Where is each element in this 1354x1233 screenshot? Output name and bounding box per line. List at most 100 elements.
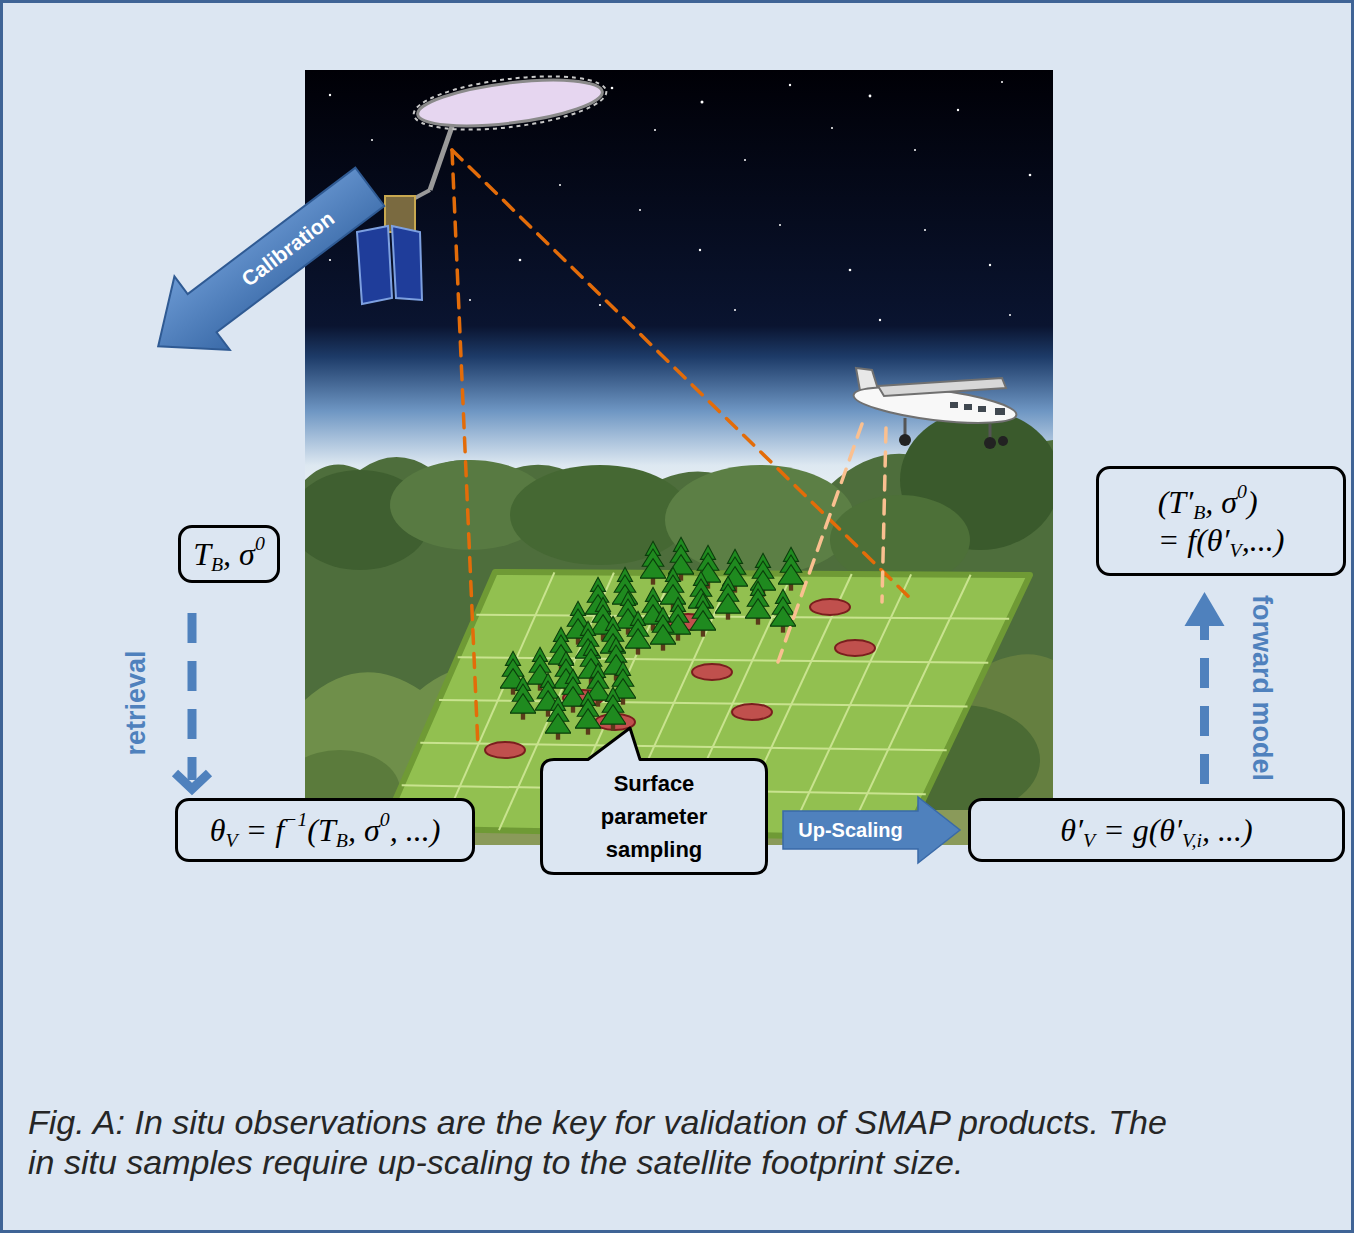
aircraft [998,436,1008,446]
grid-plane [789,574,911,836]
footprint-lines [882,428,886,602]
subscript: V [1083,829,1095,851]
callout-text: Surface parameter sampling [579,767,729,866]
trees [500,537,804,739]
stars [1009,314,1011,316]
satellite [430,118,455,190]
aircraft [964,404,972,410]
satellite [357,226,392,304]
footprint-lines [452,150,910,748]
photo [305,70,1053,845]
stars [1029,174,1032,177]
stars [789,84,791,86]
aircraft [989,424,992,438]
trees [745,581,771,624]
stars [639,209,641,211]
satellite [385,196,415,232]
stars [611,87,614,90]
sample-sites [810,599,850,615]
stars [469,299,471,301]
edge-label: Up-Scaling [798,819,902,842]
stars [989,264,991,266]
stars [329,259,331,261]
grid-plane [847,575,971,837]
sample-sites [692,664,732,680]
trees [690,593,716,636]
stars [744,159,746,161]
calibration-arrow [131,150,398,383]
math-text: θV = f−1(TB, σ0, ...) [210,811,441,849]
connector [175,613,209,789]
sample-sites [485,742,525,758]
block-arrow [783,797,960,863]
trees [575,691,601,734]
stars [701,101,704,104]
dashed-connector [188,613,197,780]
superscript: 0 [255,532,265,554]
grid-plane [441,572,554,829]
stars [914,149,916,151]
data-box: TB, σ0 [178,525,280,583]
connector [783,797,960,863]
subscript: B [336,829,348,851]
sample-sites [835,640,875,656]
arrow-label: Calibration [237,206,339,291]
footprint-lines [452,150,910,598]
equation-box: θ′V = g(θ′V,i, ...) [968,798,1345,862]
aircraft [899,434,911,446]
aircraft [995,408,1005,415]
subscript: V [225,829,237,851]
text-line: (T′B, σ0) [1158,483,1285,521]
text-line: = f(θ′V,...) [1158,521,1285,559]
stars [879,319,881,321]
edge-label: forward model [1245,595,1276,781]
satellite [392,226,422,300]
aircraft [950,402,1005,415]
trees [770,589,796,632]
trees [510,676,536,719]
stars [329,94,331,96]
trees [640,541,666,584]
trees [715,576,741,619]
figure-caption: Fig. A: In situ observations are the key… [28,1102,1178,1182]
stars [831,127,833,129]
aircraft [904,418,907,436]
satellite [411,67,609,138]
superscript: 0 [380,808,390,830]
footprint-lines [778,424,862,662]
aircraft [878,378,1006,396]
stars [957,109,959,111]
forest [510,465,690,565]
subscript: V,i [1182,829,1202,851]
sample-sites [732,704,772,720]
stars [1001,81,1003,83]
satellite [357,67,609,304]
edge-label: retrieval [121,650,152,755]
stars [559,184,561,186]
trees [650,607,676,650]
aircraft [984,437,996,449]
trees [545,696,571,739]
callout-box: Surface parameter sampling [540,758,768,875]
connector [1185,592,1225,784]
stars [654,129,656,131]
stars [849,269,852,272]
aircraft [978,406,986,412]
superscript: 0 [1237,480,1247,502]
stars [734,309,736,311]
dashed-connector [1200,624,1209,784]
stars [779,224,781,226]
stars [699,249,701,251]
aircraft [852,368,1018,449]
callout-outline [542,728,767,874]
equation-box: θV = f−1(TB, σ0, ...) [175,798,475,862]
superscript: −1 [284,808,307,830]
stars [519,259,522,262]
calibration-arrow [131,150,398,383]
subscript: B [211,553,223,575]
math-text: TB, σ0 [193,535,265,573]
satellite [415,72,604,134]
